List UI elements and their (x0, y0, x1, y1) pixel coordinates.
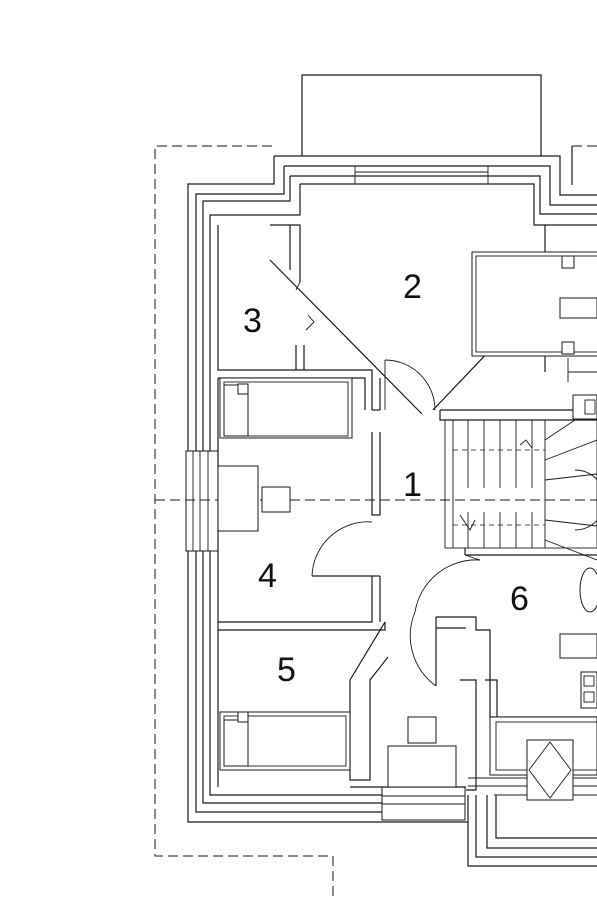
balcony (301, 74, 542, 156)
bathroom-fixtures (489, 394, 597, 801)
window-left (185, 450, 219, 552)
bed-room-2 (471, 251, 597, 357)
desk-room-4 (217, 465, 291, 532)
doors (311, 359, 481, 687)
staircase (444, 419, 597, 561)
desk-room-5 (387, 716, 457, 788)
bed-room-4 (219, 377, 353, 439)
room-label-1: 1 (403, 466, 422, 504)
room-label-2: 2 (403, 268, 422, 306)
window-bottom (381, 786, 466, 821)
room-label-3: 3 (243, 302, 262, 340)
room-label-6: 6 (510, 580, 529, 618)
roof-outline (154, 145, 597, 901)
exterior-walls (187, 146, 597, 867)
room-label-4: 4 (258, 557, 277, 595)
room-label-5: 5 (277, 651, 296, 689)
bed-room-5 (219, 711, 351, 771)
